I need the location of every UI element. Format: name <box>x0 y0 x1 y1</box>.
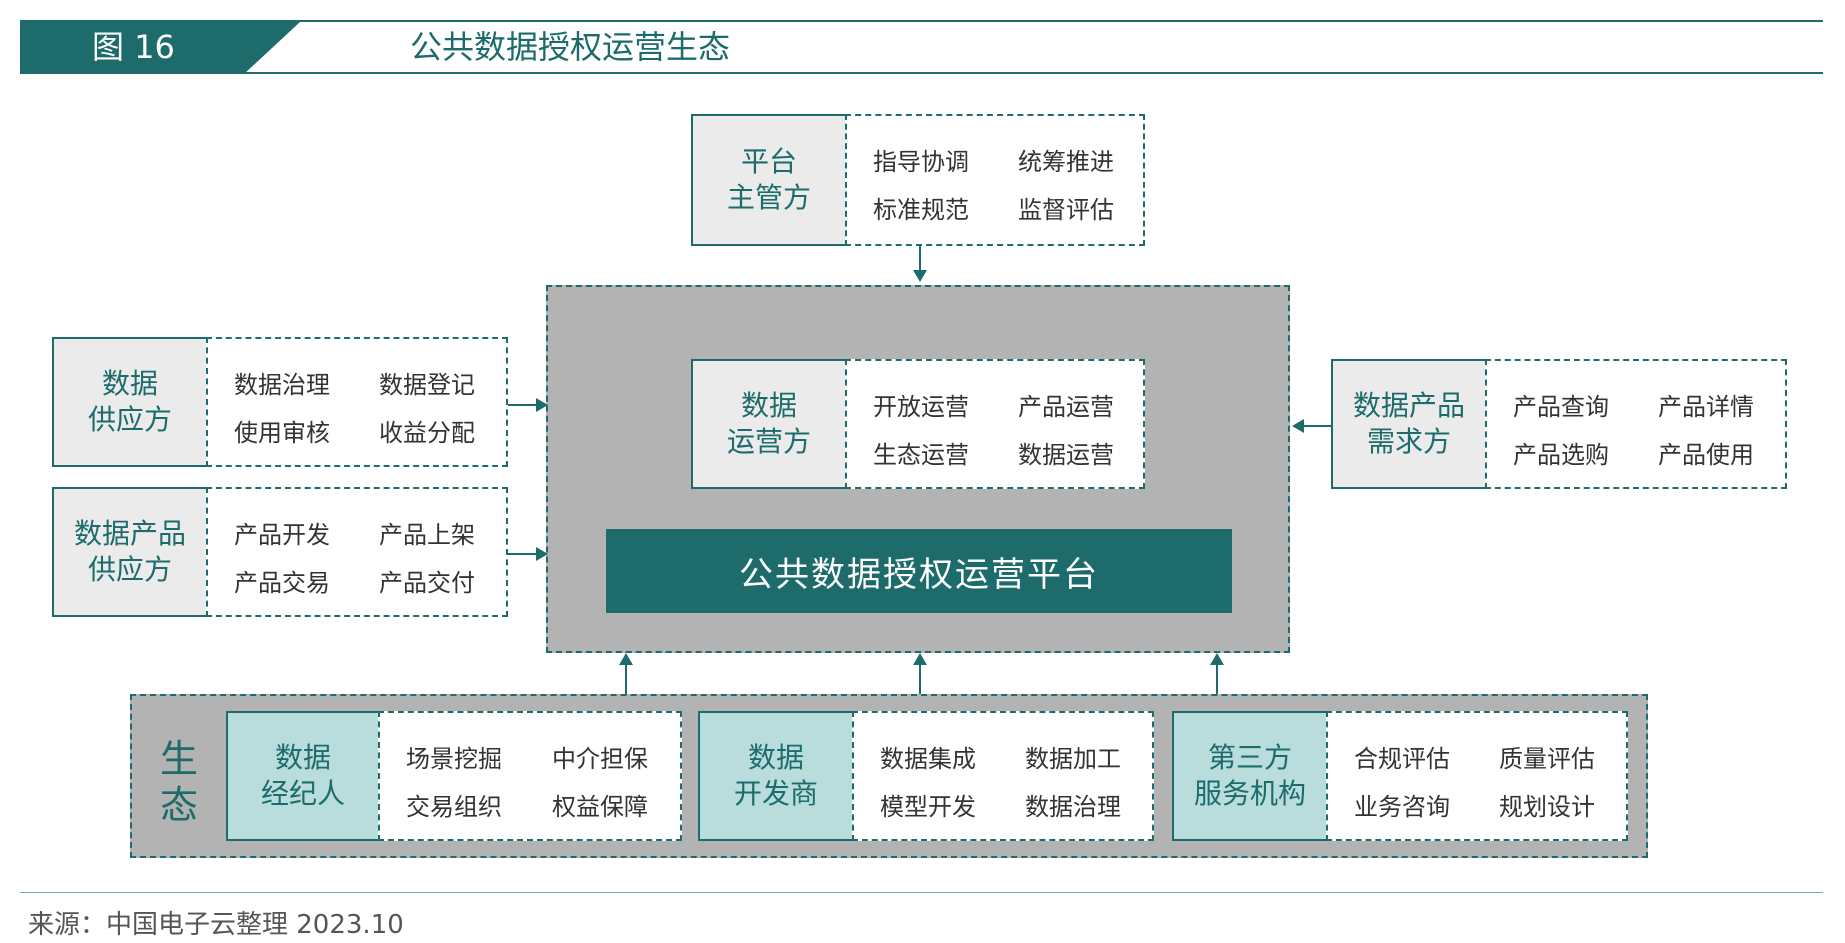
data-supplier-item: 收益分配 <box>379 419 475 447</box>
third-party-label: 第三方服务机构 <box>1172 711 1328 841</box>
data-supplier-item: 数据登记 <box>379 371 475 399</box>
operator-item: 数据运营 <box>1018 441 1114 469</box>
product-supplier-item: 产品交易 <box>234 569 330 597</box>
third-party-label-line2: 服务机构 <box>1193 777 1306 810</box>
arrow-third-party-to-center <box>1216 664 1218 694</box>
header-top-rule <box>20 20 1823 22</box>
figure-label-tag <box>20 22 300 74</box>
arrow-head <box>1210 653 1224 665</box>
developer-item: 数据加工 <box>1025 745 1121 773</box>
source-note: 来源：中国电子云整理 2023.10 <box>28 910 404 940</box>
ecosystem-label-char2: 态 <box>160 783 199 827</box>
broker-items: 场景挖掘 中介担保 交易组织 权益保障 <box>378 711 682 841</box>
broker-item: 中介担保 <box>552 745 648 773</box>
demander-item: 产品使用 <box>1658 441 1754 469</box>
arrow-data-supplier-to-center <box>508 404 538 406</box>
data-supplier-label-line1: 数据 <box>101 367 158 400</box>
developer-label-line2: 开发商 <box>733 777 818 810</box>
arrow-head <box>913 270 927 282</box>
third-party-items: 合规评估 质量评估 业务咨询 规划设计 <box>1326 711 1628 841</box>
data-supplier-item: 使用审核 <box>234 419 330 447</box>
third-party-label-line1: 第三方 <box>1207 741 1292 774</box>
broker-label: 数据经纪人 <box>226 711 380 841</box>
broker-label-line1: 数据 <box>274 741 331 774</box>
operator-label: 数据运营方 <box>691 359 847 489</box>
supervisor-item: 监督评估 <box>1018 196 1114 224</box>
product-supplier-item: 产品交付 <box>379 569 475 597</box>
broker-item: 权益保障 <box>552 793 648 821</box>
arrow-broker-to-center <box>625 664 627 694</box>
arrow-head <box>536 547 548 561</box>
third-party-item: 业务咨询 <box>1354 793 1450 821</box>
developer-item: 数据集成 <box>880 745 976 773</box>
supervisor-item: 统筹推进 <box>1018 148 1114 176</box>
broker-item: 场景挖掘 <box>406 745 502 773</box>
footer-rule <box>20 892 1823 893</box>
operator-item: 生态运营 <box>873 441 969 469</box>
operator-item: 开放运营 <box>873 393 969 421</box>
supervisor-items: 指导协调 统筹推进 标准规范 监督评估 <box>845 114 1145 246</box>
arrow-supervisor-to-center <box>919 246 921 272</box>
product-supplier-item: 产品上架 <box>379 521 475 549</box>
arrow-head <box>536 398 548 412</box>
figure-title: 公共数据授权运营生态 <box>410 28 731 66</box>
developer-items: 数据集成 数据加工 模型开发 数据治理 <box>852 711 1154 841</box>
developer-label: 数据开发商 <box>698 711 854 841</box>
demander-item: 产品查询 <box>1513 393 1609 421</box>
demander-items: 产品查询 产品详情 产品选购 产品使用 <box>1485 359 1787 489</box>
supervisor-item: 标准规范 <box>873 196 969 224</box>
third-party-item: 规划设计 <box>1499 793 1595 821</box>
developer-item: 模型开发 <box>880 793 976 821</box>
platform-title: 公共数据授权运营平台 <box>606 529 1232 613</box>
figure-label: 图 16 <box>92 28 175 66</box>
data-supplier-label: 数据供应方 <box>52 337 208 467</box>
operator-label-line2: 运营方 <box>726 425 811 458</box>
arrow-product-supplier-to-center <box>508 553 538 555</box>
arrow-developer-to-center <box>919 664 921 694</box>
demander-label-line1: 数据产品 <box>1352 389 1465 422</box>
arrow-head <box>1292 419 1304 433</box>
supervisor-label-line1: 平台 <box>740 145 797 178</box>
broker-label-line2: 经纪人 <box>260 777 345 810</box>
supervisor-item: 指导协调 <box>873 148 969 176</box>
operator-item: 产品运营 <box>1018 393 1114 421</box>
third-party-item: 质量评估 <box>1499 745 1595 773</box>
operator-label-line1: 数据 <box>740 389 797 422</box>
data-supplier-items: 数据治理 数据登记 使用审核 收益分配 <box>206 337 508 467</box>
supervisor-label: 平台主管方 <box>691 114 847 246</box>
demander-label-line2: 需求方 <box>1366 425 1451 458</box>
demander-item: 产品详情 <box>1658 393 1754 421</box>
arrow-demander-to-center <box>1304 425 1331 427</box>
ecosystem-label-char1: 生 <box>160 737 199 781</box>
header-bottom-rule <box>20 72 1823 74</box>
data-supplier-label-line2: 供应方 <box>87 403 172 436</box>
demander-item: 产品选购 <box>1513 441 1609 469</box>
operator-items: 开放运营 产品运营 生态运营 数据运营 <box>845 359 1145 489</box>
broker-item: 交易组织 <box>406 793 502 821</box>
arrow-head <box>619 653 633 665</box>
product-supplier-items: 产品开发 产品上架 产品交易 产品交付 <box>206 487 508 617</box>
product-supplier-item: 产品开发 <box>234 521 330 549</box>
arrow-head <box>913 653 927 665</box>
demander-label: 数据产品需求方 <box>1331 359 1487 489</box>
developer-label-line1: 数据 <box>747 741 804 774</box>
data-supplier-item: 数据治理 <box>234 371 330 399</box>
product-supplier-label: 数据产品供应方 <box>52 487 208 617</box>
developer-item: 数据治理 <box>1025 793 1121 821</box>
third-party-item: 合规评估 <box>1354 745 1450 773</box>
supervisor-label-line2: 主管方 <box>726 181 811 214</box>
product-supplier-label-line2: 供应方 <box>87 553 172 586</box>
product-supplier-label-line1: 数据产品 <box>73 517 186 550</box>
